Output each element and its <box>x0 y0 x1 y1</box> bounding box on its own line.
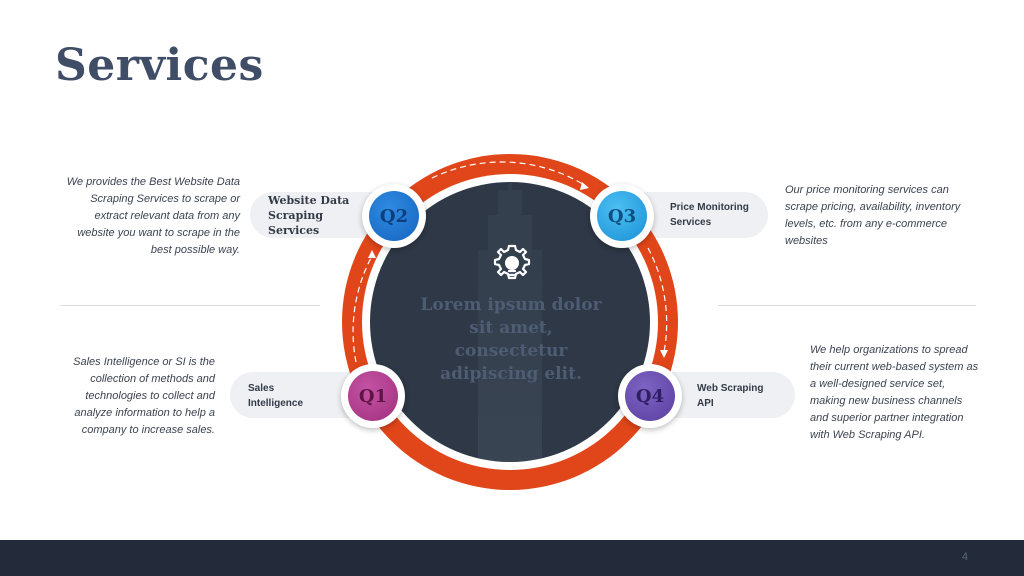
q4-badge: Q4 <box>618 364 682 428</box>
q4-badge-label: Q4 <box>625 371 675 421</box>
q4-label: Web Scraping API <box>697 383 764 409</box>
q4-description: We help organizations to spread their cu… <box>810 344 979 441</box>
page-number: 4 <box>961 551 968 563</box>
right-divider <box>718 305 976 306</box>
left-divider <box>60 305 320 306</box>
q1-label: Sales Intelligence <box>248 383 304 409</box>
q3-label: Price Monitoring Services <box>670 202 749 228</box>
q1-badge-label: Q1 <box>348 371 398 421</box>
q3-description: Our price monitoring services can scrape… <box>785 184 961 247</box>
arrow-q2-q3 <box>431 161 587 187</box>
arrow-q3-q4 <box>647 247 668 353</box>
q2-badge-label: Q2 <box>369 191 419 241</box>
lightbulb-gear-icon <box>493 244 531 280</box>
q2-label: Website Data Scraping Services <box>268 194 350 237</box>
arrow-q1-q2 <box>352 255 373 363</box>
page-title: Services <box>55 40 264 91</box>
q1-badge: Q1 <box>341 364 405 428</box>
q3-badge: Q3 <box>590 184 654 248</box>
q2-description: We provides the Best Website Data Scrapi… <box>66 176 240 256</box>
q1-description: Sales Intelligence or SI is the collecti… <box>73 356 215 436</box>
q2-badge: Q2 <box>362 184 426 248</box>
q3-badge-label: Q3 <box>597 191 647 241</box>
center-text: Lorem ipsum dolor sit amet, consectetur … <box>420 295 602 384</box>
skyline-image <box>478 182 542 462</box>
footer-bar: 4 <box>0 540 1024 576</box>
